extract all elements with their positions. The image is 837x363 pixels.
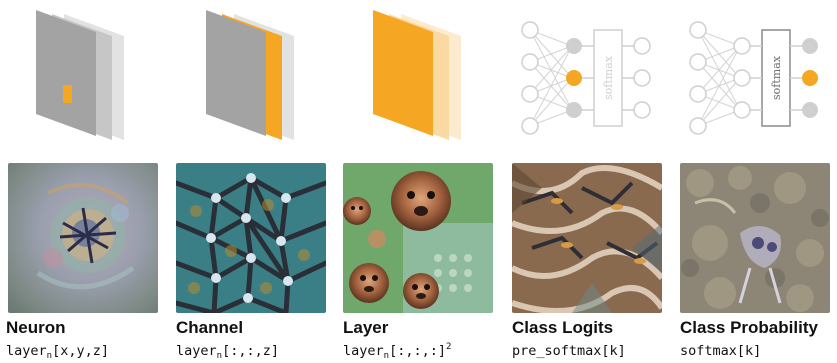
column-title: Class Probability bbox=[680, 318, 818, 337]
layer-visualization-image bbox=[343, 163, 493, 313]
column-code: layern[:,:,:]2 bbox=[343, 342, 452, 361]
column-channel: Channel layern[:,:,z] bbox=[176, 0, 336, 363]
softmax-network-icon: softmax bbox=[521, 21, 651, 135]
column-title: Class Logits bbox=[512, 318, 614, 337]
softmax-label: softmax bbox=[770, 55, 783, 100]
class-logits-visualization-image bbox=[512, 163, 662, 313]
softmax-network-icon: softmax bbox=[689, 21, 818, 135]
class-probability-visualization-image bbox=[680, 163, 830, 313]
column-layer: Layer layern[:,:,:]2 bbox=[343, 0, 503, 363]
column-code: softmax[k] bbox=[680, 343, 762, 359]
softmax-label: softmax bbox=[602, 55, 615, 100]
column-class-logits: softmax Class Logits p bbox=[512, 0, 672, 363]
neuron-visualization-image bbox=[8, 163, 158, 313]
column-neuron: Neuron layern[x,y,z] bbox=[6, 0, 166, 363]
channel-slices-icon bbox=[206, 10, 294, 140]
column-title: Neuron bbox=[6, 318, 66, 337]
column-code: pre_softmax[k] bbox=[512, 343, 626, 359]
column-class-probability: softmax Class Probability softmax[k] bbox=[680, 0, 837, 363]
channel-visualization-image bbox=[176, 163, 326, 313]
layer-slices-icon bbox=[373, 10, 461, 140]
column-code: layern[x,y,z] bbox=[6, 343, 109, 361]
column-title: Layer bbox=[343, 318, 389, 337]
neuron-slices-icon bbox=[36, 10, 124, 140]
column-code: layern[:,:,z] bbox=[176, 343, 279, 361]
column-title: Channel bbox=[176, 318, 244, 337]
